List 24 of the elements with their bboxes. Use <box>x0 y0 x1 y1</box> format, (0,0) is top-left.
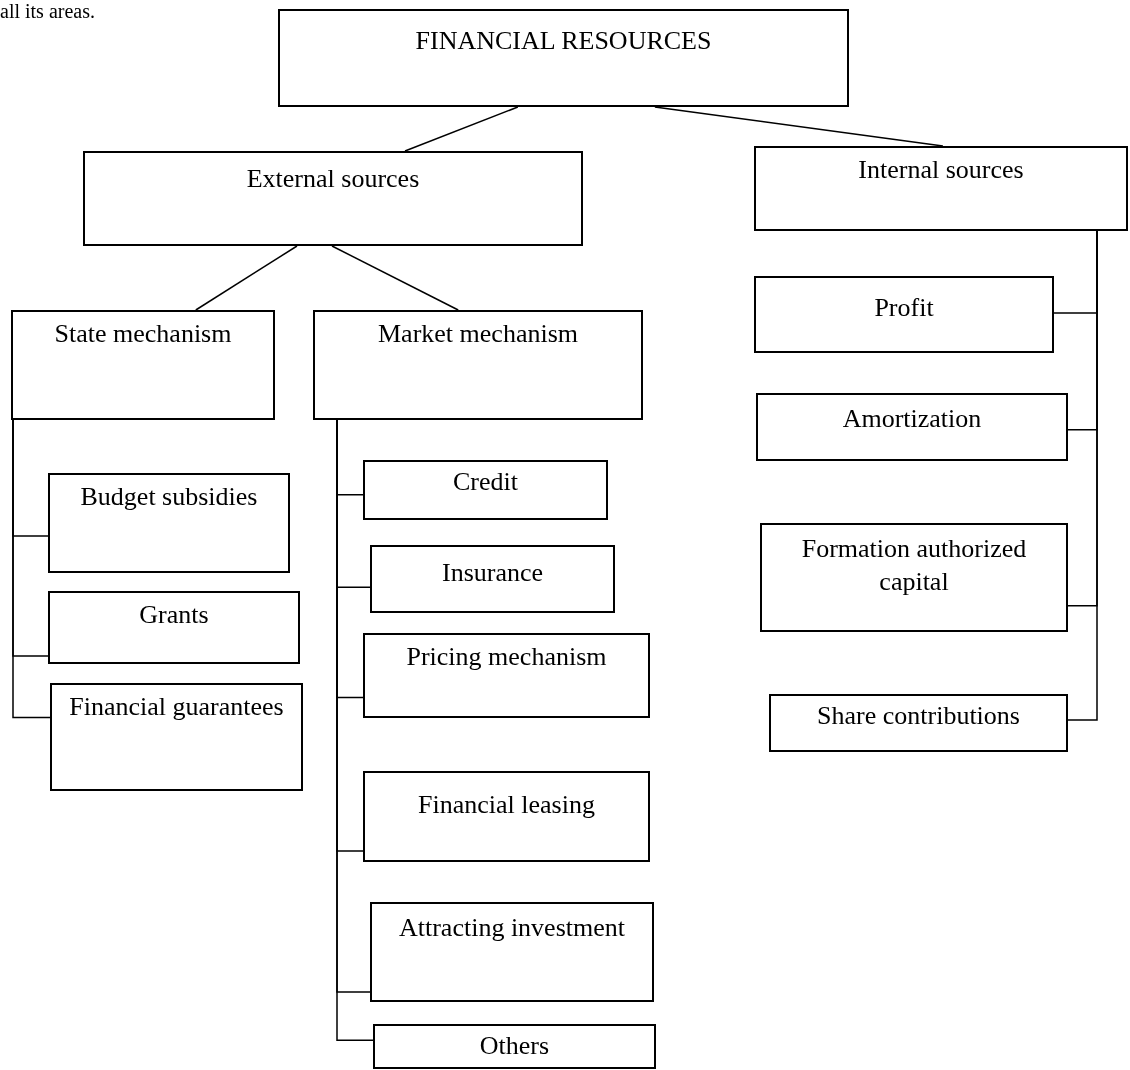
connector-line <box>331 245 459 311</box>
text-fragment: all its areas. <box>0 0 95 23</box>
category-box: Financial guarantees <box>50 683 303 791</box>
category-box: Others <box>373 1024 656 1069</box>
category-box: Amortization <box>756 393 1068 461</box>
category-box: Insurance <box>370 545 615 613</box>
connector-line <box>654 106 944 147</box>
category-box: FINANCIAL RESOURCES <box>278 9 849 107</box>
category-box: Share contributions <box>769 694 1068 752</box>
category-box: Profit <box>754 276 1054 353</box>
category-box: Pricing mechanism <box>363 633 650 718</box>
category-box: State mechanism <box>11 310 275 420</box>
category-box: Internal sources <box>754 146 1128 231</box>
category-box: Market mechanism <box>313 310 643 420</box>
category-box: Formation authorized capital <box>760 523 1068 632</box>
category-box: Attracting investment <box>370 902 654 1002</box>
connector-line <box>195 245 298 311</box>
category-box: Credit <box>363 460 608 520</box>
category-box: Grants <box>48 591 300 664</box>
connector-line <box>404 106 519 152</box>
connector-line <box>12 419 51 719</box>
category-box: External sources <box>83 151 583 246</box>
category-box: Budget subsidies <box>48 473 290 573</box>
category-box: Financial leasing <box>363 771 650 862</box>
